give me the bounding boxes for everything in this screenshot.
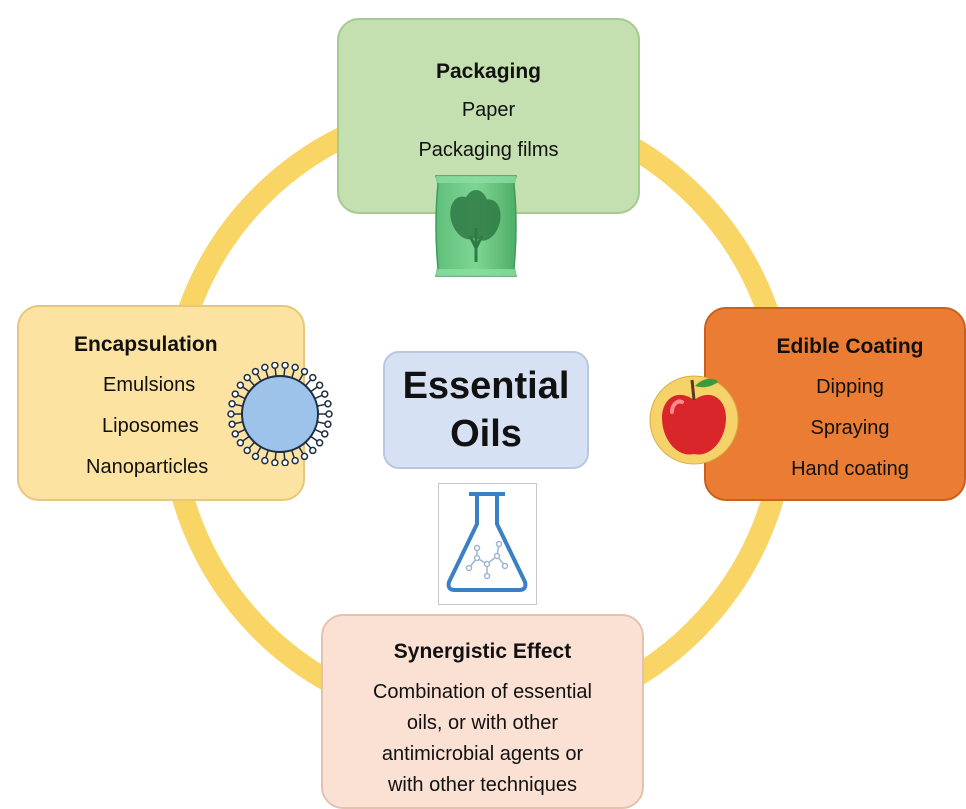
synergistic-line-1: Combination of essential (372, 681, 592, 703)
center-title-line-1: Essential (402, 365, 570, 407)
edible-coating-item-hand-coating: Hand coating (791, 458, 909, 480)
synergistic-effect-box: Synergistic Effect Combination of essent… (321, 614, 644, 809)
synergistic-title: Synergistic Effect (393, 640, 572, 663)
packaging-item-paper: Paper (461, 99, 516, 121)
center-title-line-2: Oils (450, 413, 522, 455)
essential-oils-box: Essential Oils (383, 351, 589, 469)
flask-icon-frame (438, 483, 537, 605)
encapsulation-box: Encapsulation Emulsions Liposomes Nanopa… (17, 305, 305, 501)
encapsulation-item-nanoparticles: Nanoparticles (86, 456, 209, 478)
edible-coating-item-dipping: Dipping (816, 376, 884, 398)
edible-coating-title: Edible Coating (776, 335, 924, 358)
packaged-greens-icon (435, 175, 517, 277)
edible-coating-box: Edible Coating Dipping Spraying Hand coa… (704, 307, 966, 501)
synergistic-line-4: with other techniques (387, 774, 577, 796)
encapsulation-title: Encapsulation (74, 333, 218, 356)
apple-icon (649, 375, 739, 465)
liposome-icon (227, 362, 333, 466)
synergistic-line-3: antimicrobial agents or (381, 743, 584, 765)
edible-coating-item-spraying: Spraying (810, 417, 890, 439)
flask-icon (446, 492, 528, 592)
encapsulation-item-liposomes: Liposomes (102, 415, 199, 437)
synergistic-line-2: oils, or with other (406, 712, 559, 734)
packaging-item-films: Packaging films (418, 139, 559, 161)
encapsulation-item-emulsions: Emulsions (103, 374, 196, 396)
packaging-title: Packaging (435, 60, 542, 83)
